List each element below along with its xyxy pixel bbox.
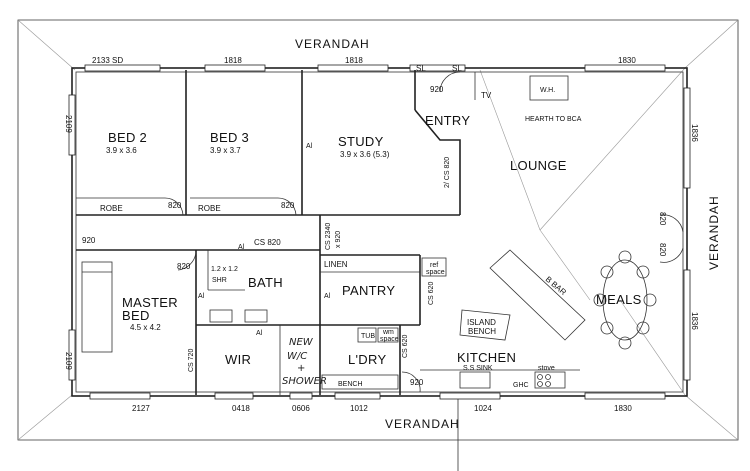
dim-door-lounge-right: 820 <box>658 212 667 226</box>
dim-bot-1: 2127 <box>132 404 150 413</box>
dim-bot-5: 1024 <box>474 404 492 413</box>
dim-bot-2: 0418 <box>232 404 250 413</box>
master-size: 4.5 x 4.2 <box>130 323 161 332</box>
dim-top-1: 2133 SD <box>92 56 123 65</box>
island-bench-label: BENCH <box>468 327 496 336</box>
bed2-size: 3.9 x 3.6 <box>106 146 137 155</box>
handwritten-shower: SHOWER <box>282 376 327 387</box>
tv-label: TV <box>481 91 492 100</box>
handwritten-plus: + <box>297 363 305 374</box>
lounge-label: LOUNGE <box>510 158 567 173</box>
ref-space-label: space <box>426 269 445 276</box>
bath-label: BATH <box>248 275 283 290</box>
dim-bot-3: 0606 <box>292 404 310 413</box>
pantry-label: PANTRY <box>342 283 395 298</box>
sink-label: S.S SINK <box>463 365 493 372</box>
door-swings <box>164 71 684 393</box>
al-study: Al <box>306 143 313 150</box>
dim-top-3: 1818 <box>345 56 363 65</box>
tub-label: TUB <box>361 333 375 340</box>
al-pantry: Al <box>324 293 331 300</box>
handwritten-wc: W/C <box>287 351 307 362</box>
dim-top-4: 1830 <box>618 56 636 65</box>
cs-hall: CS 2340 <box>325 223 332 250</box>
ghc-label: GHC <box>513 382 529 389</box>
dim-bot-4: 1012 <box>350 404 368 413</box>
master-bed-label: BED <box>122 308 150 323</box>
al-bath: Al <box>198 293 205 300</box>
bed2-label: BED 2 <box>108 130 147 145</box>
bench-label: BENCH <box>338 381 363 388</box>
dim-door-laundry: 920 <box>410 378 424 387</box>
meals-label: MEALS <box>596 292 642 307</box>
ref-label: ref <box>430 262 438 269</box>
shower-label: SHR <box>212 277 227 284</box>
master-bed-furniture <box>81 261 113 353</box>
dim-door-hall: 920 <box>82 236 96 245</box>
island-label: ISLAND <box>467 318 496 327</box>
shower-size: 1.2 x 1.2 <box>211 266 238 273</box>
verandah-bottom-label: VERANDAH <box>385 417 460 431</box>
hearth-label: HEARTH TO BCA <box>525 116 582 123</box>
kitchen-label: KITCHEN <box>457 350 516 365</box>
entry-label: ENTRY <box>425 113 470 128</box>
master-label: MASTER <box>122 295 178 310</box>
cs-entry: 2/ CS 820 <box>444 157 451 188</box>
water-heater-label: W.H. <box>540 87 555 94</box>
handwritten-new: NEW <box>289 337 314 348</box>
dim-door-bed3: 820 <box>281 201 295 210</box>
dim-right-bottom: 1836 <box>690 312 699 330</box>
dim-bot-6: 1830 <box>614 404 632 413</box>
roof-outline <box>17 19 739 471</box>
robe-label-2: ROBE <box>198 204 221 213</box>
al-wir: Al <box>256 330 263 337</box>
dim-door-entry: 920 <box>430 85 444 94</box>
breakfast-bar-label: B BAR <box>544 275 568 297</box>
meals-table <box>593 250 657 350</box>
robe-label-1: ROBE <box>100 204 123 213</box>
cs-hall-2: x 920 <box>335 231 342 248</box>
verandah-top-label: VERANDAH <box>295 37 370 51</box>
verandah-right-label: VERANDAH <box>707 195 721 270</box>
dim-right-top: 1836 <box>690 124 699 142</box>
study-label: STUDY <box>338 134 384 149</box>
interior-walls <box>76 70 586 395</box>
dim-top-2: 1818 <box>224 56 242 65</box>
bed3-size: 3.9 x 3.7 <box>210 146 241 155</box>
dim-left-bottom: 2109 <box>64 352 73 370</box>
wm-label: wm <box>382 329 394 336</box>
cs-wir: CS 720 <box>188 349 195 372</box>
bed3-label: BED 3 <box>210 130 249 145</box>
dim-door-meals-right: 820 <box>658 243 667 257</box>
cs-wm: CS 620 <box>402 335 409 358</box>
al-hall: Al <box>238 244 245 251</box>
linen-label: LINEN <box>324 260 348 269</box>
study-size: 3.9 x 3.6 (5.3) <box>340 150 390 159</box>
dim-door-bed2: 820 <box>168 201 182 210</box>
cs-bath: CS 820 <box>254 238 281 247</box>
laundry-label: L'DRY <box>348 352 386 367</box>
dim-left-top: 2109 <box>64 115 73 133</box>
windows <box>68 64 691 400</box>
dim-top-sl1: SL <box>416 64 426 73</box>
stove-label: stove <box>538 365 555 372</box>
dim-door-master: 820 <box>177 262 191 271</box>
dim-top-sl2: SL <box>452 64 462 73</box>
wir-label: WIR <box>225 352 251 367</box>
cs-pantry: CS 620 <box>428 282 435 305</box>
outer-walls <box>71 67 688 397</box>
wm-space-label: space <box>380 336 399 343</box>
